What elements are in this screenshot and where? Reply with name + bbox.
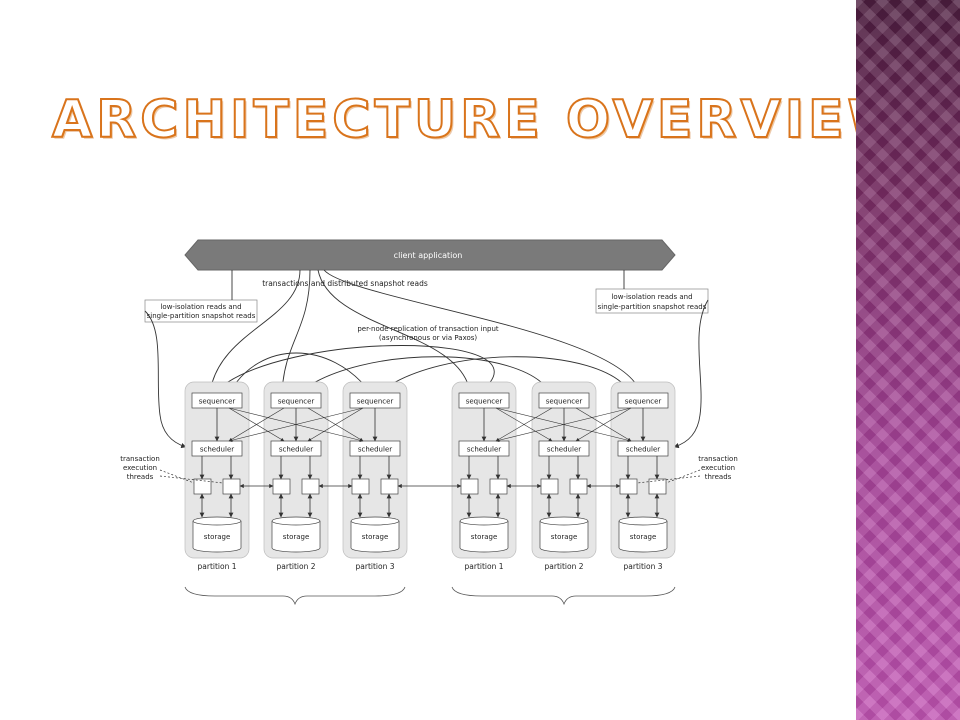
partition-label: partition 2 [545,562,584,571]
right-reads-label-line2: single-partition snapshot reads [598,303,707,311]
right-reads-label-line1: low-isolation reads and [611,293,692,301]
group-braces [184,586,676,606]
scheduler-label: scheduler [279,446,313,454]
replication-label-line1: per-node replication of transaction inpu… [357,325,499,333]
storage-cylinder [618,521,668,553]
thread-box [301,478,320,495]
left-threads-label-line2: execution [123,464,157,472]
storage-label: storage [204,533,231,541]
thread-box [272,478,291,495]
sequencer-label: sequencer [466,398,503,406]
storage-cylinder [459,521,509,553]
left-threads-label-line1: transaction [120,455,160,463]
storage-cylinder [271,521,321,553]
partition: sequencer scheduler storage partition 1 [184,381,250,571]
storage-label: storage [630,533,657,541]
storage-label: storage [471,533,498,541]
partition-label: partition 1 [465,562,504,571]
right-threads-label-line3: threads [705,473,732,481]
partition-arrows [466,408,501,518]
sequencer-label: sequencer [199,398,236,406]
thread-box [540,478,559,495]
left-reads-label-line2: single-partition snapshot reads [147,312,256,320]
partition: sequencer scheduler storage partition 3 [610,381,676,571]
storage-cylinder-top [618,516,668,526]
slide-title: Architecture Overview [51,89,909,151]
thread-box [569,478,588,495]
thread-box [460,478,479,495]
decorative-sidebar [856,0,960,720]
partition: sequencer scheduler storage partition 2 [263,381,329,571]
replication-label-line2: (asynchronous or via Paxos) [379,334,478,342]
right-threads-label-line1: transaction [698,455,738,463]
storage-cylinder [192,521,242,553]
scheduler-label: scheduler [200,446,234,454]
partition: sequencer scheduler storage partition 3 [342,381,408,571]
thread-box [351,478,370,495]
storage-cylinder-top [192,516,242,526]
partition: sequencer scheduler storage partition 2 [531,381,597,571]
client-connections [144,269,709,449]
storage-cylinder [539,521,589,553]
partition-arrows [199,408,234,518]
transactions-label: transactions and distributed snapshot re… [262,279,428,288]
partition-label: partition 1 [198,562,237,571]
thread-links [159,469,701,489]
client-application-label: client application [394,251,463,260]
thread-box [222,478,241,495]
sequencer-label: sequencer [546,398,583,406]
right-reads-box [595,288,709,314]
thread-box [619,478,638,495]
sequencer-scheduler-crosslinks [228,407,632,442]
left-threads-label-line3: threads [127,473,154,481]
partition-label: partition 3 [624,562,663,571]
sequencer-label: sequencer [278,398,315,406]
sequencer-label: sequencer [625,398,662,406]
scheduler-label: scheduler [467,446,501,454]
sequencer-label: sequencer [357,398,394,406]
partition-label: partition 2 [277,562,316,571]
storage-cylinder-top [271,516,321,526]
thread-box [380,478,399,495]
left-reads-label-line1: low-isolation reads and [160,303,241,311]
partition-arrows [357,408,392,518]
storage-label: storage [551,533,578,541]
right-threads-label-line2: execution [701,464,735,472]
scheduler-label: scheduler [358,446,392,454]
partition-label: partition 3 [356,562,395,571]
scheduler-label: scheduler [547,446,581,454]
partition: sequencer scheduler storage partition 1 [451,381,517,571]
thread-box [489,478,508,495]
storage-label: storage [362,533,389,541]
storage-cylinder-top [350,516,400,526]
storage-cylinder [350,521,400,553]
storage-label: storage [283,533,310,541]
storage-cylinder-top [539,516,589,526]
storage-cylinder-top [459,516,509,526]
partition-arrows [625,408,660,518]
scheduler-label: scheduler [626,446,660,454]
client-application-bar [184,239,676,271]
partition-arrows [278,408,313,518]
